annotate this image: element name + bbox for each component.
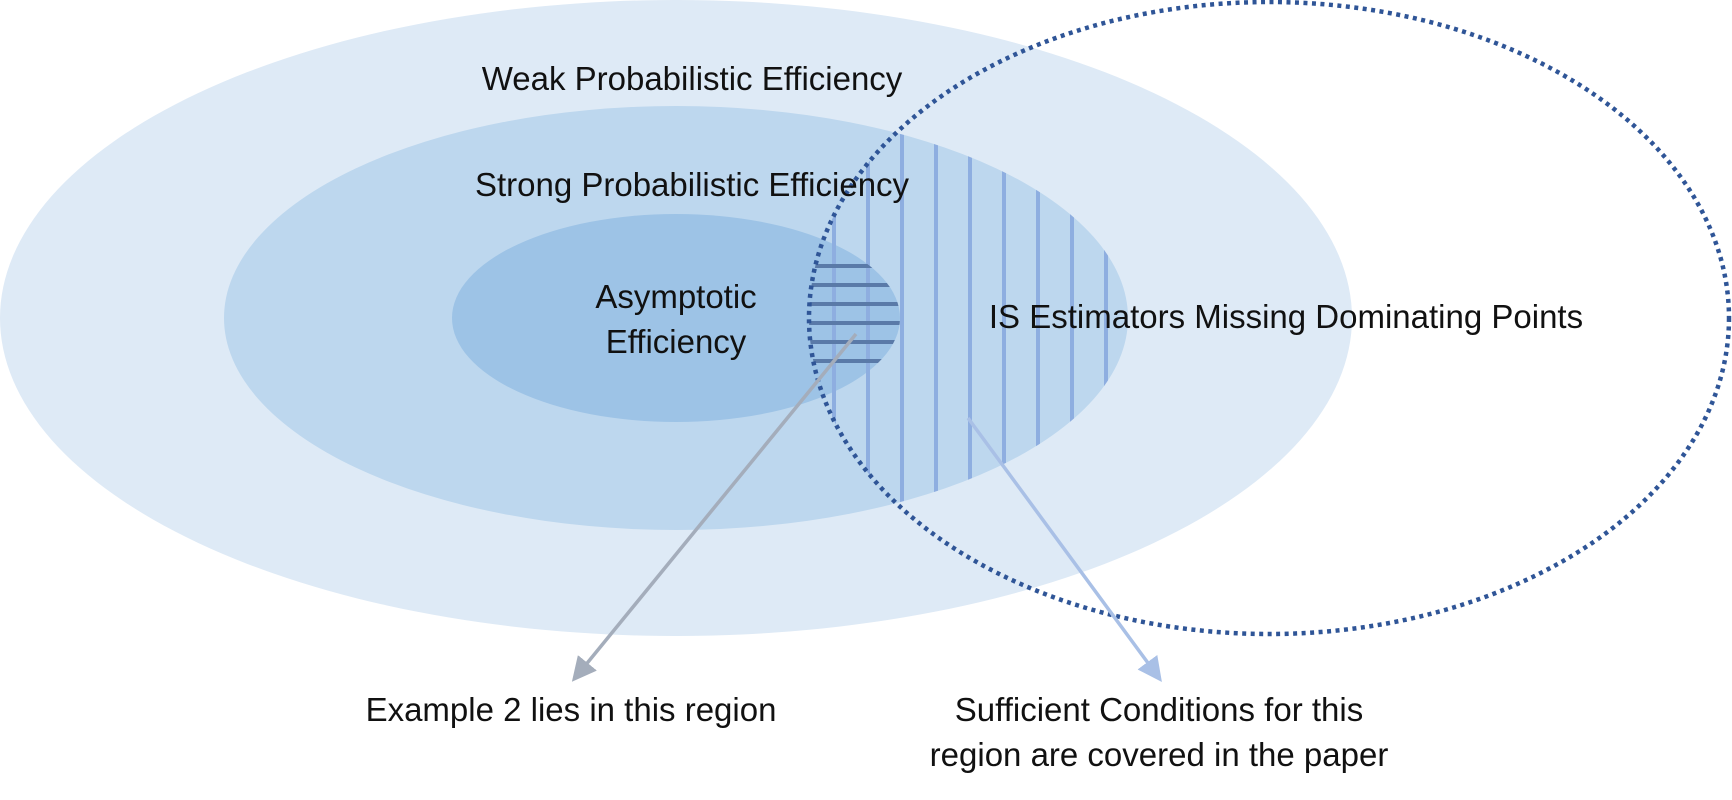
sufficient-callout-label-line2: region are covered in the paper <box>930 736 1389 773</box>
strong-efficiency-label: Strong Probabilistic Efficiency <box>475 166 910 203</box>
asymptotic-efficiency-label-line2: Efficiency <box>606 323 747 360</box>
asymptotic-efficiency-region <box>452 214 900 422</box>
sufficient-callout-arrow <box>966 416 1162 682</box>
example-callout-arrow <box>571 332 858 682</box>
sufficient-callout-label-line1: Sufficient Conditions for this <box>955 691 1363 728</box>
weak-efficiency-label: Weak Probabilistic Efficiency <box>482 60 903 97</box>
example-callout-label: Example 2 lies in this region <box>366 691 777 728</box>
is-estimators-label: IS Estimators Missing Dominating Points <box>989 298 1583 335</box>
asymptotic-efficiency-label-line1: Asymptotic <box>595 278 756 315</box>
is-estimators-region-outline <box>806 0 1732 637</box>
